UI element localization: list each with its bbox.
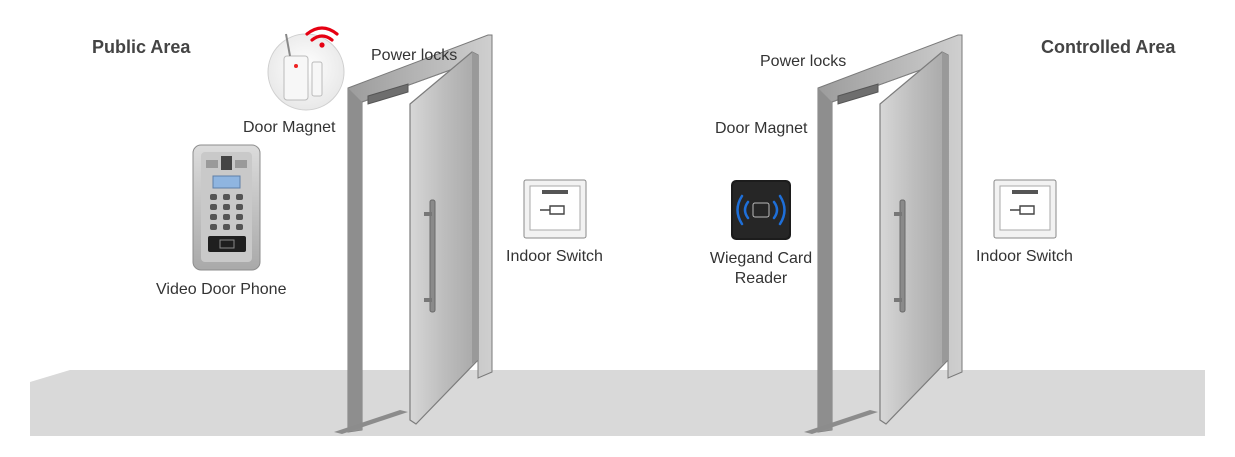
right-power-lock <box>837 83 879 105</box>
left-door-handle <box>429 199 436 313</box>
indoor-switch-left-image <box>523 179 587 239</box>
public-area-label: Public Area <box>92 37 191 57</box>
floor <box>30 370 1205 436</box>
video-door-phone-image <box>192 144 261 271</box>
right-door-magnet-label: Door Magnet <box>715 120 808 137</box>
right-indoor-switch-label: Indoor Switch <box>976 248 1073 265</box>
right-door-assembly <box>804 34 963 434</box>
left-power-lock <box>367 83 409 105</box>
right-power-locks-label: Power locks <box>760 53 847 70</box>
right-door-handle <box>899 199 906 313</box>
video-door-phone-label: Video Door Phone <box>156 281 287 298</box>
left-indoor-switch-label: Indoor Switch <box>506 248 603 265</box>
left-door-leaf <box>409 51 479 425</box>
wireless-signal-icon <box>305 26 339 48</box>
left-door-assembly <box>334 34 493 434</box>
wiegand-card-reader-image <box>731 180 791 240</box>
controlled-area-label: Controlled Area <box>1041 37 1176 57</box>
indoor-switch-right-image <box>993 179 1057 239</box>
card-reader-label-line2: Reader <box>734 270 788 287</box>
right-door-leaf <box>879 51 949 425</box>
left-power-locks-label: Power locks <box>371 47 458 64</box>
left-door-magnet-label: Door Magnet <box>243 119 336 136</box>
card-reader-label-line1: Wiegand Card <box>709 250 813 267</box>
door-magnet-image <box>267 33 345 111</box>
